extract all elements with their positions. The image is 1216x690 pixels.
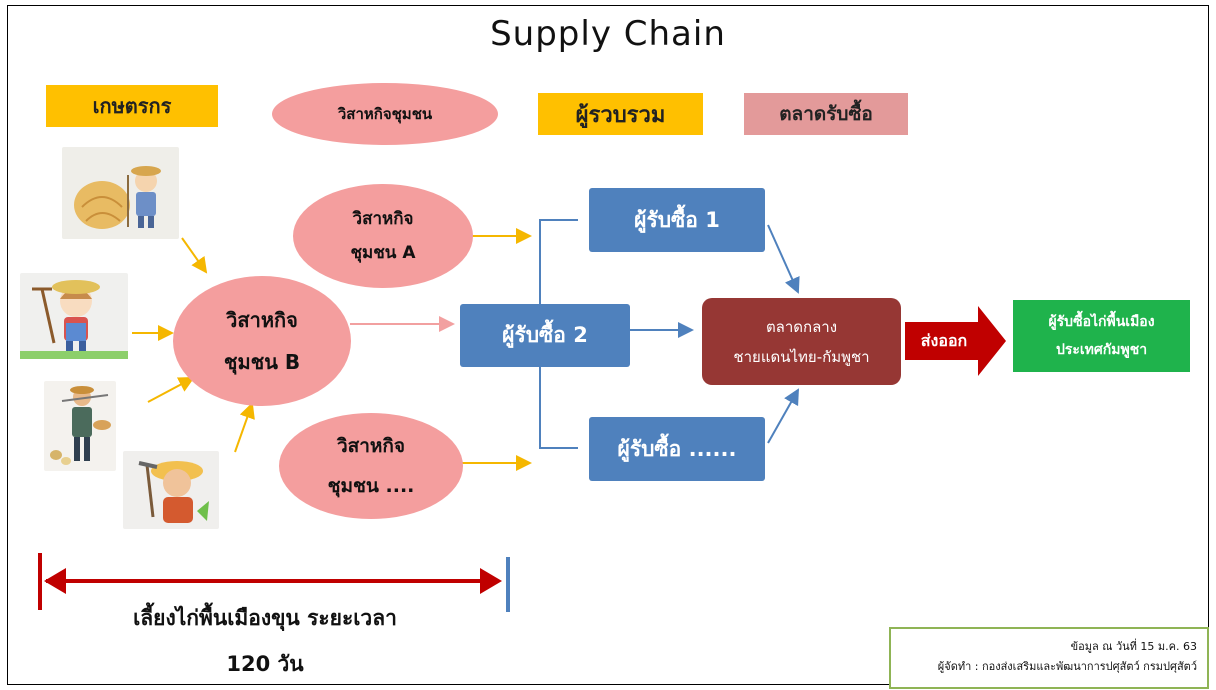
cambodia-buyer-line2: ประเทศกัมพูชา <box>1055 342 1148 358</box>
legend-collector: ผู้รวบรวม <box>538 93 703 135</box>
enterprise-b-line2: ชุมชน B <box>223 350 301 374</box>
enterprise-b-line1: วิสาหกิจ <box>226 308 298 332</box>
enterprise-b: วิสาหกิจ ชุมชน B <box>173 276 351 406</box>
central-market-line1: ตลาดกลาง <box>765 317 838 336</box>
enterprise-c: วิสาหกิจ ชุมชน .... <box>279 413 463 519</box>
buyer-3: ผู้รับซื้อ ...... <box>589 417 765 481</box>
farmer-chickens-icon <box>44 381 116 471</box>
timeline-label-line2: 120 วัน <box>226 652 304 676</box>
arrow-farmer3-to-b <box>147 377 195 403</box>
cambodia-buyer-line1: ผู้รับซื้อไก่พื้นเมือง <box>1048 314 1155 330</box>
arrow-farmer4-to-b <box>234 402 255 453</box>
legend-enterprise: วิสาหกิจชุมชน <box>272 83 498 145</box>
arrow-farmer1-to-b <box>181 237 208 274</box>
farmer-haystack-icon <box>62 147 179 239</box>
timeline-label: เลี้ยงไก่พื้นเมืองขุน ระยะเวลา 120 วัน <box>60 595 470 687</box>
arrow-buyer1-to-market <box>767 224 800 294</box>
buyer-1: ผู้รับซื้อ 1 <box>589 188 765 252</box>
central-market-line2: ชายแดนไทย-กัมพูชา <box>733 347 870 366</box>
enterprise-c-line1: วิสาหกิจ <box>336 435 406 457</box>
diagram-frame <box>7 5 1209 685</box>
buyer-2: ผู้รับซื้อ 2 <box>460 304 630 367</box>
diagram-title: Supply Chain <box>490 14 726 54</box>
central-market: ตลาดกลาง ชายแดนไทย-กัมพูชา <box>702 298 901 385</box>
timeline-right-head <box>480 568 502 594</box>
farmer-hoe-icon <box>123 451 219 529</box>
source-date: ข้อมูล ณ วันที่ 15 ม.ค. 63 <box>1070 640 1197 653</box>
enterprise-a-line2: ชุมชน A <box>350 243 416 263</box>
farmer-girl-rake-icon <box>20 273 128 359</box>
enterprise-c-line2: ชุมชน .... <box>327 475 415 497</box>
timeline-left-head <box>44 568 66 594</box>
cambodia-buyer: ผู้รับซื้อไก่พื้นเมือง ประเทศกัมพูชา <box>1013 300 1190 372</box>
arrow-buyer3-to-market <box>767 388 799 444</box>
timeline-label-line1: เลี้ยงไก่พื้นเมืองขุน ระยะเวลา <box>133 606 397 630</box>
export-label: ส่งออก <box>920 331 968 350</box>
legend-farmer: เกษตรกร <box>46 85 218 127</box>
enterprise-a-line1: วิสาหกิจ <box>352 209 414 229</box>
export-arrow <box>905 306 1006 376</box>
enterprise-a: วิสาหกิจ ชุมชน A <box>293 184 473 288</box>
legend-market: ตลาดรับซื้อ <box>744 93 908 135</box>
source-author: ผู้จัดทำ : กองส่งเสริมและพัฒนาการปศุสัตว… <box>937 660 1197 673</box>
source-info-box: ข้อมูล ณ วันที่ 15 ม.ค. 63 ผู้จัดทำ : กอ… <box>889 627 1209 689</box>
